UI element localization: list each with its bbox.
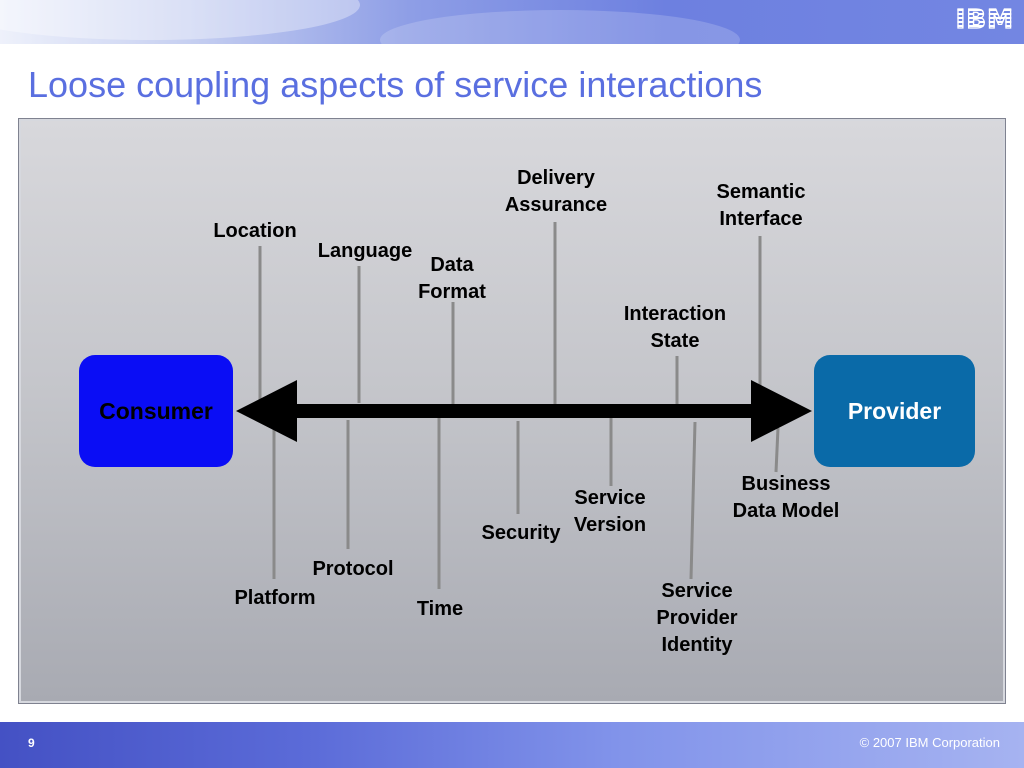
consumer-label: Consumer [99, 397, 213, 424]
connector-business-data-model [774, 427, 780, 473]
aspect-label-service-version: Service Version [573, 487, 647, 536]
aspect-label-location: Location [213, 220, 297, 242]
aspect-label-business-data-model: Business Data Model [732, 473, 840, 522]
consumer-box: Consumer [79, 355, 233, 467]
aspect-label-protocol: Protocol [312, 558, 394, 580]
aspect-label-semantic-interface: Semantic Interface [716, 181, 806, 230]
footer-bar: 9 © 2007 IBM Corporation [0, 722, 1024, 768]
aspect-label-service-provider-identity: Service Provider Identity [656, 580, 738, 656]
aspect-label-platform: Platform [234, 587, 316, 609]
connector-lines [258, 222, 780, 589]
aspect-label-interaction-state: Interaction State [623, 303, 727, 352]
provider-box: Provider [814, 355, 975, 467]
double-arrow [236, 380, 812, 442]
aspect-label-security: Security [481, 522, 561, 544]
connector-service-provider-identity [689, 421, 697, 580]
aspect-label-language: Language [317, 240, 413, 262]
page-number: 9 [28, 736, 35, 750]
ibm-logo: IBM [955, 4, 1014, 35]
aspect-label-data-format: Data Format [418, 254, 486, 303]
slide-title: Loose coupling aspects of service intera… [28, 64, 763, 105]
arrow-shaft [290, 404, 760, 418]
arrow-head-left [236, 380, 297, 442]
aspect-label-time: Time [416, 598, 464, 620]
copyright-text: © 2007 IBM Corporation [859, 735, 1000, 750]
aspect-label-delivery-assurance: Delivery Assurance [504, 167, 608, 216]
provider-label: Provider [847, 397, 942, 424]
arrow-head-right [751, 380, 812, 442]
header-bar: IBM [0, 0, 1024, 44]
